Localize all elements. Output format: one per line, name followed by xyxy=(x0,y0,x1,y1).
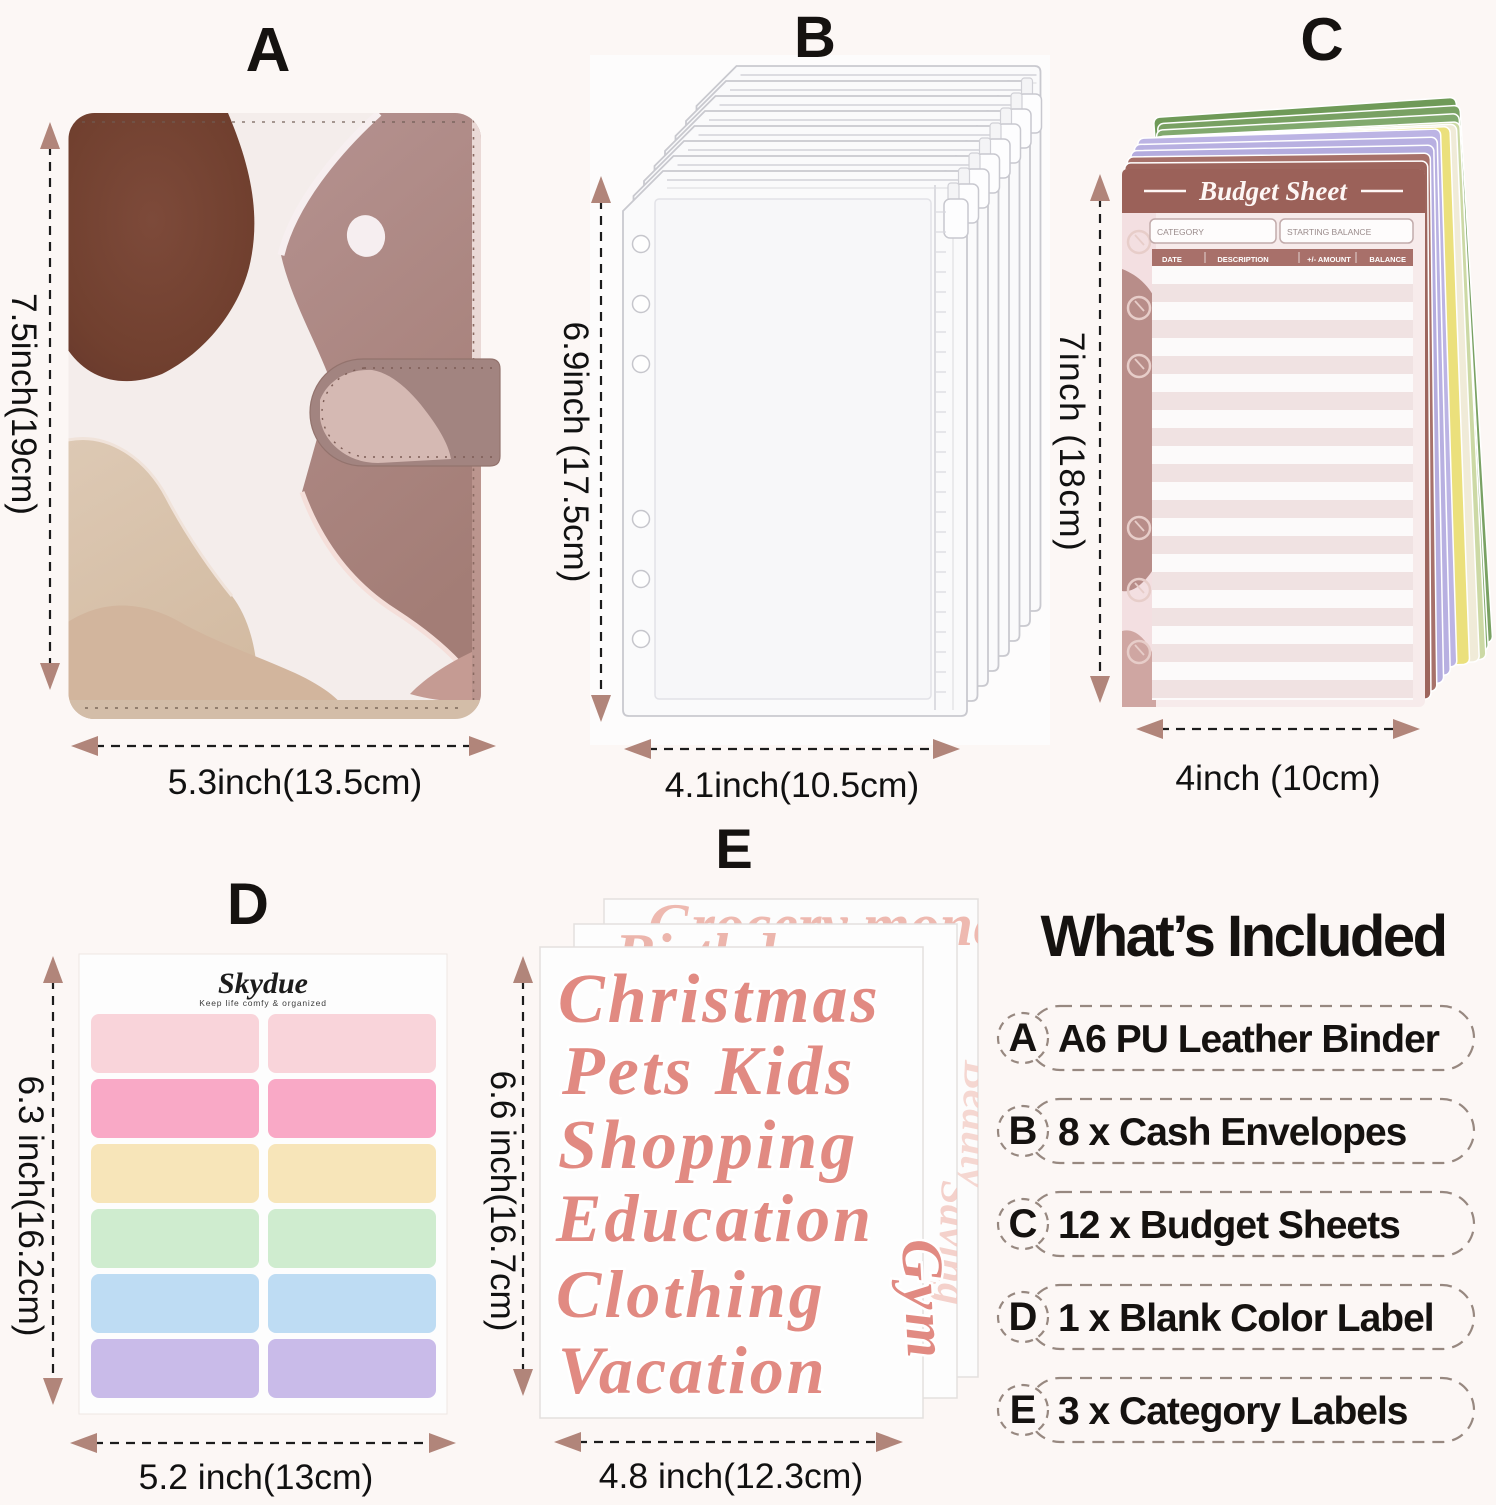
svg-text:E: E xyxy=(715,817,752,880)
svg-text:6.3 inch(16.2cm): 6.3 inch(16.2cm) xyxy=(11,1076,50,1337)
svg-text:What’s Included: What’s Included xyxy=(1040,904,1445,969)
svg-text:D: D xyxy=(1009,1295,1038,1339)
svg-text:7inch (18cm): 7inch (18cm) xyxy=(1052,332,1091,552)
svg-text:7.5inch(19cm): 7.5inch(19cm) xyxy=(4,293,43,515)
svg-text:Gym: Gym xyxy=(889,1237,960,1362)
svg-text:Vacation: Vacation xyxy=(558,1332,828,1408)
svg-text:A: A xyxy=(1009,1016,1038,1060)
svg-text:Keep life comfy & organized: Keep life comfy & organized xyxy=(199,998,326,1008)
svg-text:Skydue: Skydue xyxy=(218,967,308,1000)
svg-text:E: E xyxy=(1010,1388,1037,1432)
svg-text:Education: Education xyxy=(555,1180,874,1256)
svg-text:4inch (10cm): 4inch (10cm) xyxy=(1175,758,1380,798)
svg-text:STARTING BALANCE: STARTING BALANCE xyxy=(1287,227,1372,237)
svg-text:C: C xyxy=(1009,1202,1038,1246)
svg-text:8 x Cash Envelopes: 8 x Cash Envelopes xyxy=(1058,1111,1407,1154)
svg-text:5.3inch(13.5cm): 5.3inch(13.5cm) xyxy=(168,762,423,802)
svg-text:4.8 inch(12.3cm): 4.8 inch(12.3cm) xyxy=(599,1456,863,1496)
svg-text:Christmas: Christmas xyxy=(558,961,881,1038)
svg-text:DATE: DATE xyxy=(1162,255,1182,264)
svg-text:A6 PU Leather Binder: A6 PU Leather Binder xyxy=(1058,1018,1440,1061)
svg-text:Pets Kids: Pets Kids xyxy=(561,1033,855,1110)
svg-text:5.2 inch(13cm): 5.2 inch(13cm) xyxy=(139,1457,374,1497)
svg-text:Saving: Saving xyxy=(928,1180,981,1306)
svg-text:B: B xyxy=(1009,1109,1038,1153)
svg-text:1 x Blank Color Label: 1 x Blank Color Label xyxy=(1058,1297,1434,1340)
svg-text:6.6 inch(16.7cm): 6.6 inch(16.7cm) xyxy=(483,1071,522,1332)
svg-text:Budget Sheet: Budget Sheet xyxy=(1198,176,1348,206)
svg-text:A: A xyxy=(246,16,291,85)
svg-text:DESCRIPTION: DESCRIPTION xyxy=(1217,255,1268,264)
svg-text:B: B xyxy=(794,5,836,70)
svg-text:D: D xyxy=(227,872,269,937)
svg-text:12 x Budget Sheets: 12 x Budget Sheets xyxy=(1058,1204,1400,1247)
svg-text:Beauty: Beauty xyxy=(951,1059,1004,1189)
svg-text:C: C xyxy=(1300,6,1343,73)
svg-text:BALANCE: BALANCE xyxy=(1369,255,1406,264)
svg-text:+/- AMOUNT: +/- AMOUNT xyxy=(1307,255,1351,264)
svg-text:Shopping: Shopping xyxy=(558,1107,858,1184)
svg-text:Clothing: Clothing xyxy=(556,1256,826,1332)
svg-text:6.9inch (17.5cm): 6.9inch (17.5cm) xyxy=(556,322,595,583)
svg-text:3 x Category Labels: 3 x Category Labels xyxy=(1058,1390,1408,1433)
svg-text:CATEGORY: CATEGORY xyxy=(1157,227,1204,237)
svg-text:4.1inch(10.5cm): 4.1inch(10.5cm) xyxy=(665,765,920,805)
